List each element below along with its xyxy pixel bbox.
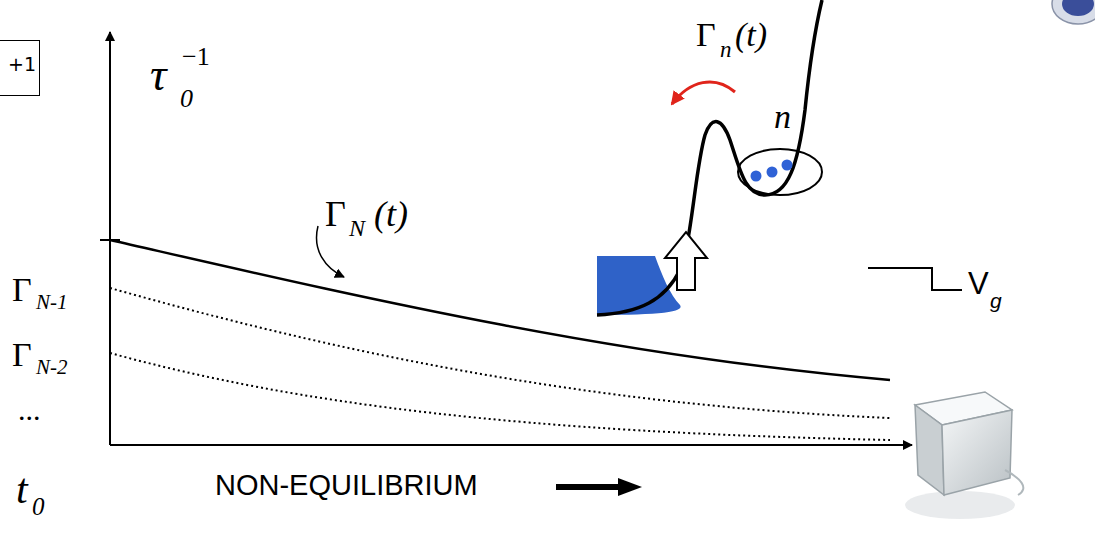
math-subscript: N — [349, 216, 365, 240]
ellipsis: ... — [18, 395, 41, 425]
gate-step — [868, 268, 962, 290]
rate-curve — [110, 353, 890, 440]
math-symbol: Γ — [325, 196, 346, 232]
rate-curve — [110, 240, 890, 380]
math-subscript: g — [990, 290, 1002, 311]
math-superscript: −1 — [182, 44, 210, 70]
potential-well — [597, 0, 822, 315]
direction-arrow — [556, 478, 642, 496]
rate-curve — [110, 288, 890, 418]
ice-cube — [905, 392, 1023, 519]
math-symbol: V — [968, 268, 989, 299]
axes — [100, 32, 912, 445]
math-subscript: 0 — [180, 86, 193, 112]
math-text: (t) — [735, 18, 767, 52]
math-symbol: t — [16, 468, 28, 510]
math-symbol: Γ — [12, 273, 32, 307]
math-text: (t) — [374, 196, 408, 232]
math-symbol: n — [774, 100, 791, 134]
axis-caption: NON-EQUILIBRIUM — [215, 471, 478, 500]
math-subscript: N-1 — [36, 292, 68, 313]
math-subscript: 0 — [32, 494, 45, 519]
emblem — [1052, 0, 1095, 24]
cut-box: +1 — [0, 40, 40, 96]
box-text: +1 — [8, 55, 36, 74]
math-symbol: Γ — [696, 18, 716, 52]
math-symbol: τ — [150, 52, 166, 98]
math-subscript: n — [720, 38, 732, 61]
math-symbol: Γ — [12, 338, 32, 372]
math-subscript: N-2 — [36, 357, 68, 378]
leader-arrow — [317, 226, 344, 277]
